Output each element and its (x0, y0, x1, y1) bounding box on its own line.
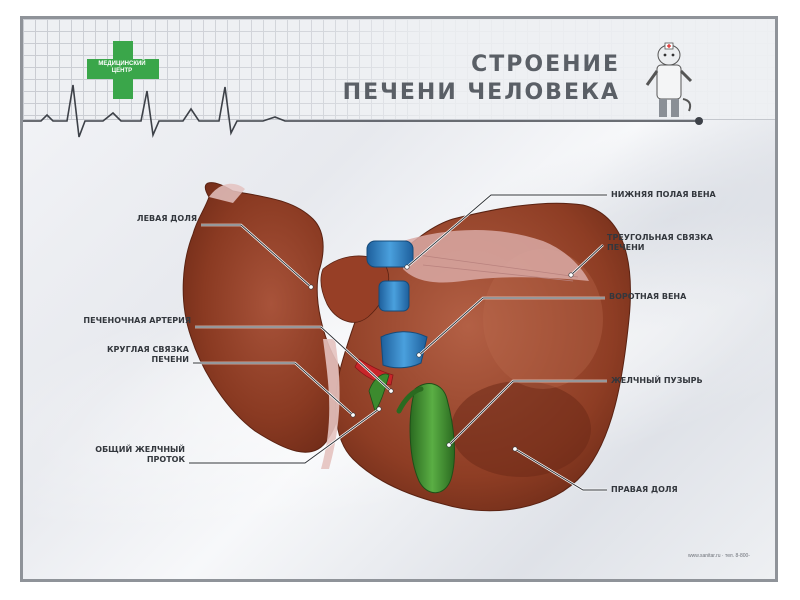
ecg-line-icon (23, 84, 703, 138)
doctor-cat-mascot-icon (645, 42, 693, 117)
portal-vein (380, 331, 428, 369)
label-common-bile-duct: ОБЩИЙ ЖЕЛЧНЫЙ ПРОТОК (95, 445, 185, 464)
label-inferior-vena-cava: НИЖНЯЯ ПОЛАЯ ВЕНА (611, 190, 716, 199)
label-hepatic-artery: ПЕЧЕНОЧНАЯ АРТЕРИЯ (83, 316, 191, 325)
label-portal-vein: ВОРОТНАЯ ВЕНА (609, 292, 687, 301)
anatomy-poster: МЕДИЦИНСКИЙ ЦЕНТР СТРОЕНИЕ ПЕЧЕНИ ЧЕЛОВЕ… (20, 16, 778, 582)
caudate-lobe (320, 255, 390, 323)
label-left-lobe: ЛЕВАЯ ДОЛЯ (136, 214, 197, 223)
medical-cross-icon (87, 41, 159, 99)
footer-credit: www.sanitar.ru · тел. 8-800- (688, 553, 750, 559)
label-triangular-ligament: ТРЕУГОЛЬНАЯ СВЯЗКА ПЕЧЕНИ (607, 233, 713, 252)
gallbladder (409, 383, 455, 494)
triangular-ligament (403, 230, 589, 283)
round-ligament (321, 339, 340, 469)
inferior-vena-cava (366, 240, 414, 268)
label-round-ligament: КРУГЛАЯ СВЯЗКА ПЕЧЕНИ (107, 345, 189, 364)
liver-diagram (182, 182, 631, 512)
logo-text: МЕДИЦИНСКИЙ ЦЕНТР (98, 61, 146, 74)
left-lobe (182, 182, 344, 453)
label-gallbladder: ЖЕЛЧНЫЙ ПУЗЫРЬ (611, 376, 703, 385)
label-right-lobe: ПРАВАЯ ДОЛЯ (611, 485, 678, 494)
page-title: СТРОЕНИЕ ПЕЧЕНИ ЧЕЛОВЕКА (342, 52, 620, 105)
